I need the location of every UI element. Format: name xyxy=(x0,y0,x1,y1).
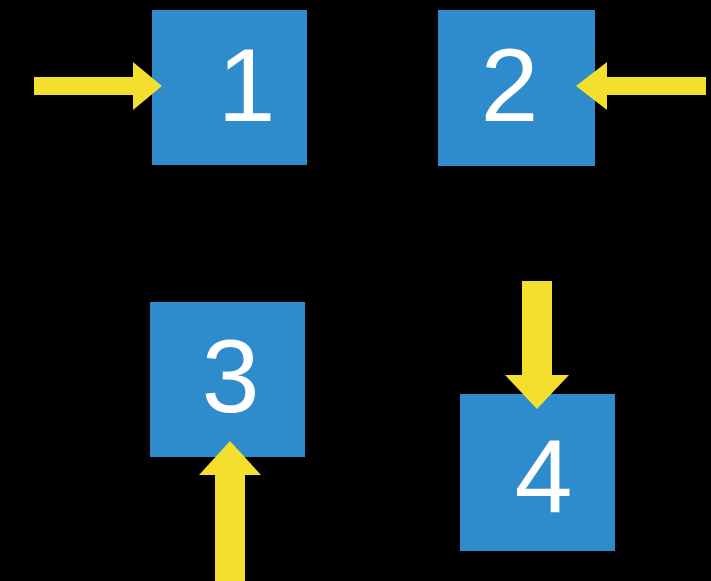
arrow-down-into-node-4 xyxy=(505,281,569,409)
node-4-label: 4 xyxy=(514,418,573,535)
node-3-label: 3 xyxy=(201,318,260,435)
node-4[interactable]: 4 xyxy=(460,394,615,551)
arrow-up-into-node-3 xyxy=(199,441,261,581)
node-3[interactable]: 3 xyxy=(150,302,305,457)
arrow-right-into-node-1 xyxy=(34,62,162,110)
node-2-label: 2 xyxy=(480,28,539,144)
node-1-label: 1 xyxy=(217,27,276,144)
node-2[interactable]: 2 xyxy=(438,10,595,166)
node-1[interactable]: 1 xyxy=(152,10,307,165)
arrow-left-into-node-2 xyxy=(576,62,706,110)
